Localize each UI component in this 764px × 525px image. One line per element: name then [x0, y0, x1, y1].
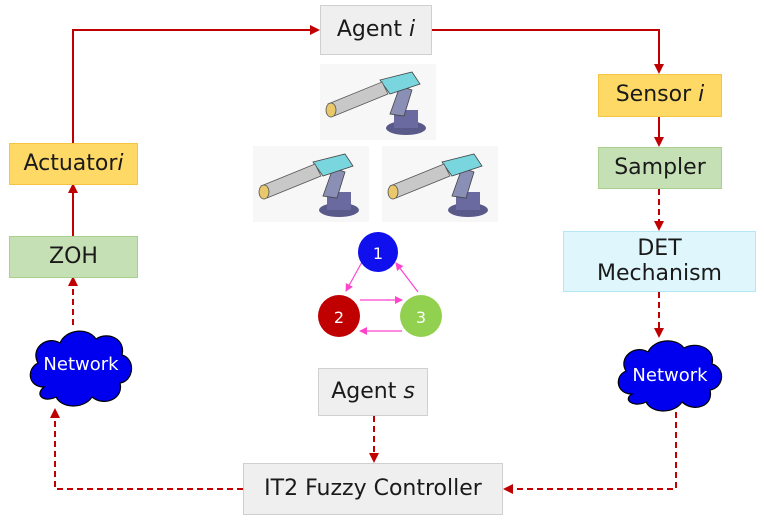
agent-s-block: Agent s [318, 368, 428, 416]
network-cloud-right: Network [617, 340, 723, 412]
svg-text:1: 1 [373, 244, 383, 263]
sampler-block: Sampler [598, 147, 722, 189]
det-mechanism-block: DET Mechanism [563, 231, 756, 292]
graph-node-1: 1 [358, 232, 398, 272]
graph-node-2: 2 [318, 295, 360, 337]
agent-i-block: Agent i [320, 5, 432, 55]
arrow-network-to-controller [503, 412, 677, 494]
svg-text:3: 3 [416, 308, 426, 327]
network-cloud-left: Network [29, 330, 133, 407]
arrow-controller-to-network [50, 408, 243, 490]
zoh-block: ZOH [9, 236, 138, 278]
svg-text:2: 2 [334, 308, 344, 327]
robot-arm-image-left [253, 146, 369, 222]
network-right-label: Network [632, 365, 708, 386]
robot-arm-image-right [382, 146, 498, 222]
network-left-label: Network [43, 354, 119, 375]
graph-node-3: 3 [400, 295, 442, 337]
arrow-agent-to-sensor [432, 29, 664, 74]
graph-edge-3-1 [395, 262, 419, 293]
robot-arm-image-top [320, 64, 436, 140]
it2-fuzzy-controller-block: IT2 Fuzzy Controller [243, 463, 503, 515]
graph-edge-1-2 [345, 261, 363, 292]
sensor-block: Sensor i [598, 74, 722, 117]
arrow-actuator-to-agent [72, 25, 320, 143]
